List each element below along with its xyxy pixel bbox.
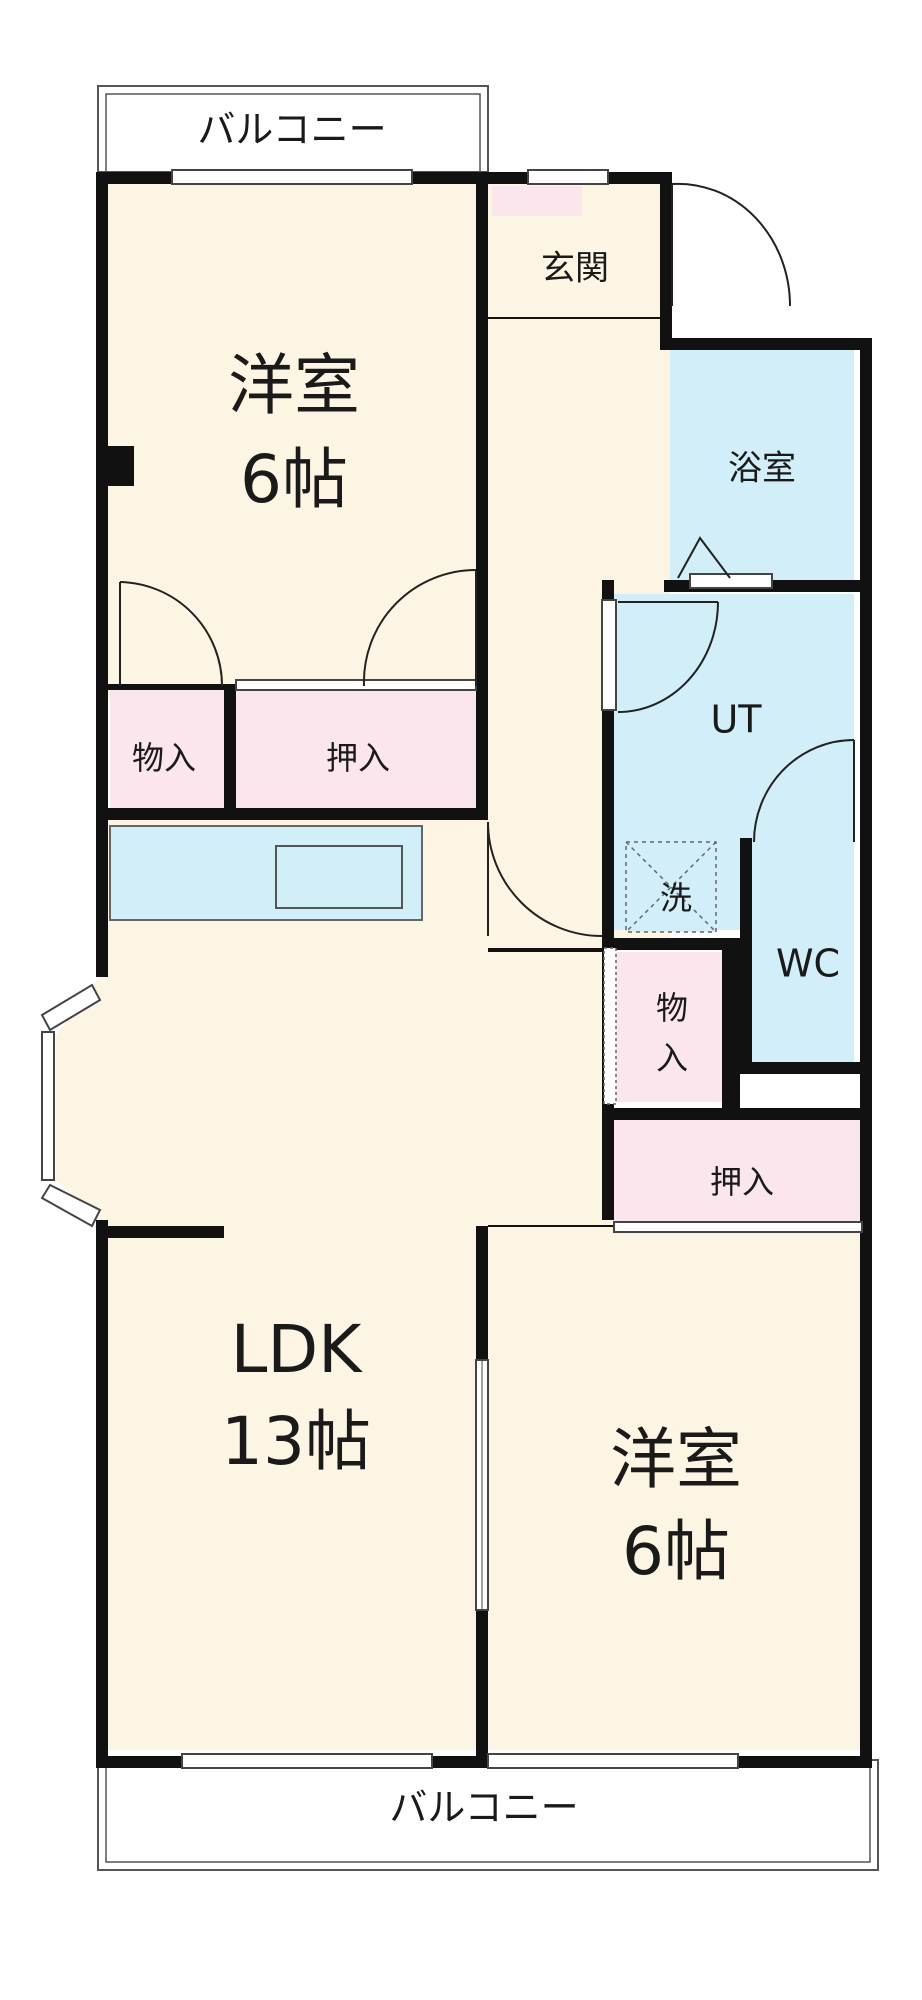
ldk-size: 13帖 — [221, 1403, 371, 1480]
balcony-bottom-label: バルコニー — [389, 1786, 578, 1830]
oshiire-right-label: 押入 — [710, 1163, 774, 1201]
balcony-top-label: バルコニー — [197, 108, 386, 152]
kitchen-sink — [275, 845, 403, 909]
oshiire-top-label: 押入 — [326, 739, 390, 777]
balcony-bottom — [97, 1759, 879, 1871]
washer-cross-2 — [625, 841, 717, 933]
room-tl-size: 6帖 — [240, 441, 348, 518]
bathroom-label: 浴室 — [728, 449, 796, 489]
ldk-name: LDK — [231, 1311, 364, 1388]
washer-label: 洗 — [660, 879, 692, 917]
bay-window-floor — [56, 970, 104, 1225]
oshiire-top — [236, 690, 476, 808]
windows — [40, 169, 773, 1769]
door-swings — [119, 182, 855, 937]
entry-shoe-area — [492, 186, 582, 216]
closet-right-label-2: 入 — [656, 1039, 688, 1077]
room-tl-name: 洋室 — [228, 347, 360, 424]
balcony-top — [97, 85, 489, 173]
closet-left — [110, 690, 224, 808]
room-br-size: 6帖 — [622, 1513, 730, 1590]
closet-right — [616, 952, 728, 1102]
washer-cross-1 — [625, 841, 717, 933]
room-western-top-left — [104, 180, 482, 700]
wc-room — [746, 848, 854, 1062]
oshiire-right — [614, 1120, 862, 1228]
room-br-name: 洋室 — [610, 1421, 742, 1498]
wc-label: WC — [776, 942, 840, 986]
room-western-bottom-right — [488, 1232, 864, 1750]
genkan-label: 玄関 — [541, 249, 609, 289]
sliding-doors — [235, 679, 863, 1611]
closet-left-label: 物入 — [132, 739, 196, 777]
closet-right-label-1: 物 — [656, 989, 688, 1027]
ut-label: UT — [710, 698, 762, 742]
bathroom — [670, 350, 854, 580]
